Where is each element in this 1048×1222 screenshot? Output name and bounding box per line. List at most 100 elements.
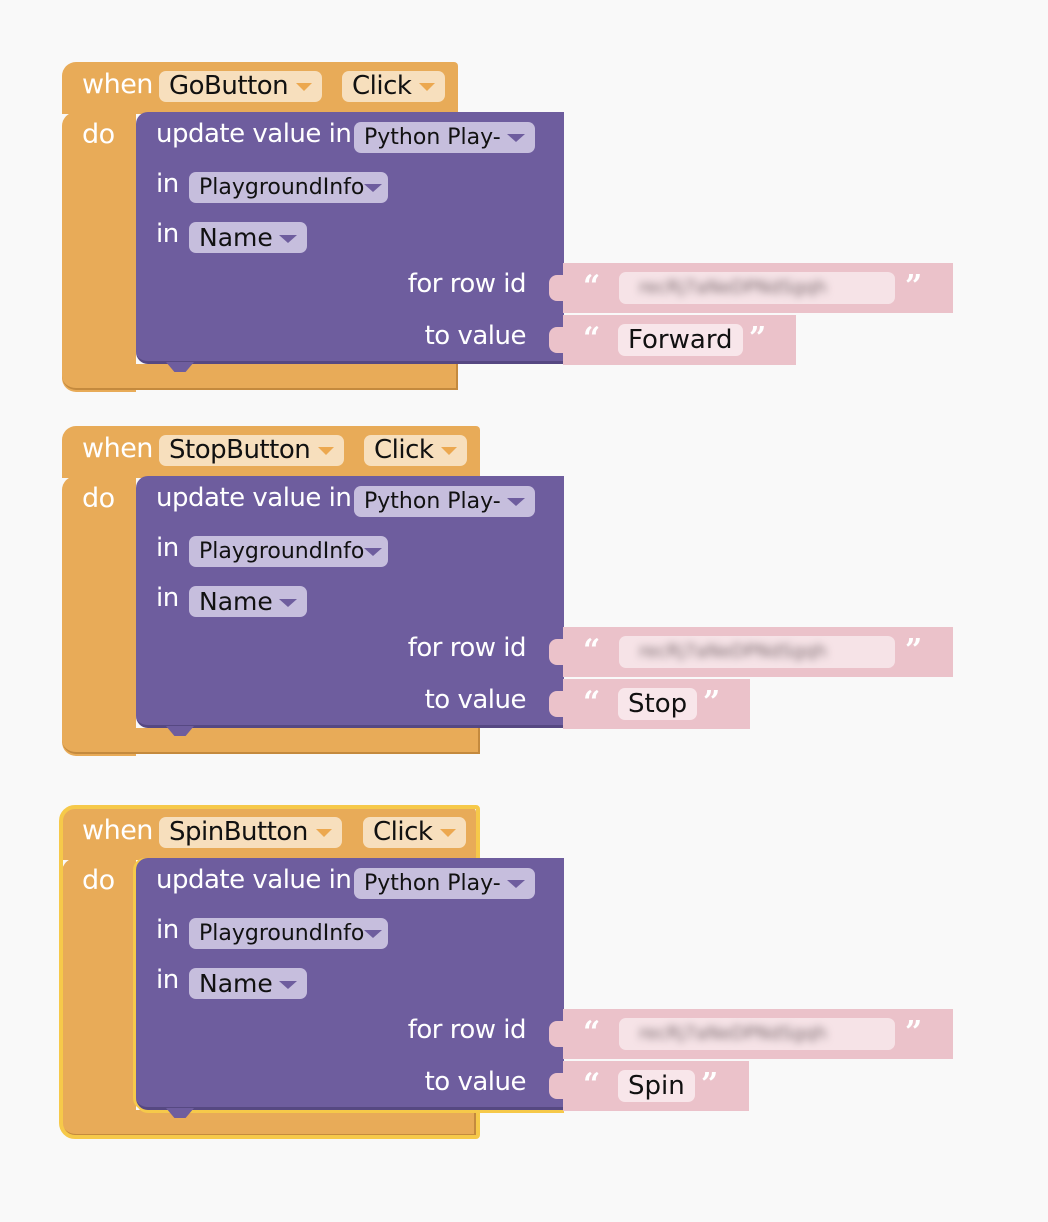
- event-block-go-button[interactable]: when do GoButton Click update value in P…: [0, 62, 1048, 402]
- input-socket: [549, 275, 563, 301]
- row-id-value: recRj7aNeDPNdSgqh: [639, 641, 827, 662]
- database-name: Python Play-: [364, 125, 501, 150]
- value-text: Spin: [628, 1071, 685, 1101]
- table-name: PlaygroundInfo: [199, 921, 365, 946]
- open-quote-icon: “: [583, 685, 601, 720]
- chevron-down-icon: [419, 82, 436, 91]
- update-value-block[interactable]: update value in Python Play- in Playgrou…: [136, 476, 564, 736]
- close-quote-icon: ”: [749, 321, 767, 356]
- when-label: when: [82, 69, 153, 100]
- chevron-down-icon: [506, 880, 525, 888]
- table-name: PlaygroundInfo: [199, 175, 365, 200]
- row-id-field[interactable]: recRj7aNeDPNdSgqh: [619, 1018, 895, 1050]
- column-name: Name: [199, 223, 273, 252]
- column-name: Name: [199, 969, 273, 998]
- event-name: Click: [373, 817, 433, 847]
- update-title: update value in: [156, 483, 352, 513]
- value-text-block[interactable]: “ Spin ”: [549, 1061, 749, 1111]
- close-quote-icon: ”: [905, 1015, 923, 1050]
- when-label: when: [82, 433, 153, 464]
- value-text-block[interactable]: “ Forward ”: [549, 315, 796, 365]
- chevron-down-icon: [278, 981, 297, 989]
- update-value-block[interactable]: update value in Python Play- in Playgrou…: [136, 112, 564, 372]
- database-dropdown[interactable]: Python Play-: [354, 122, 535, 153]
- chevron-down-icon: [296, 82, 313, 91]
- close-quote-icon: ”: [905, 269, 923, 304]
- input-socket: [549, 1021, 563, 1047]
- column-dropdown[interactable]: Name: [189, 968, 307, 999]
- table-dropdown[interactable]: PlaygroundInfo: [189, 172, 389, 203]
- input-socket: [549, 327, 563, 353]
- to-value-label: to value: [424, 1067, 527, 1097]
- value-field[interactable]: Spin: [618, 1070, 695, 1102]
- component-dropdown[interactable]: GoButton: [159, 71, 323, 102]
- update-value-block[interactable]: update value in Python Play- in Playgrou…: [136, 858, 564, 1118]
- to-value-label: to value: [424, 321, 527, 351]
- value-text: Forward: [628, 325, 733, 355]
- chevron-down-icon: [506, 134, 525, 142]
- event-block-footer: [62, 1110, 476, 1136]
- row-id-text-block[interactable]: “ recRj7aNeDPNdSgqh ”: [549, 1009, 953, 1059]
- column-dropdown[interactable]: Name: [189, 586, 307, 617]
- block-connector-notch: [166, 726, 194, 736]
- component-name: SpinButton: [169, 817, 308, 847]
- chevron-down-icon: [278, 235, 297, 243]
- component-dropdown[interactable]: SpinButton: [159, 817, 342, 848]
- row-id-label: for row id: [407, 633, 527, 663]
- in-label: in: [156, 583, 179, 613]
- event-name: Click: [352, 71, 412, 101]
- event-dropdown[interactable]: Click: [364, 435, 468, 466]
- in-label: in: [156, 169, 179, 199]
- database-name: Python Play-: [364, 871, 501, 896]
- row-id-value: recRj7aNeDPNdSgqh: [639, 277, 827, 298]
- event-block-stop-button[interactable]: when do StopButton Click update value in…: [0, 426, 1048, 766]
- when-label: when: [82, 815, 153, 846]
- input-socket: [549, 639, 563, 665]
- row-id-label: for row id: [407, 1015, 527, 1045]
- event-block-footer: [62, 364, 458, 390]
- row-id-value: recRj7aNeDPNdSgqh: [639, 1023, 827, 1044]
- table-dropdown[interactable]: PlaygroundInfo: [189, 536, 389, 567]
- open-quote-icon: “: [583, 269, 601, 304]
- chevron-down-icon: [441, 446, 458, 455]
- row-id-text-block[interactable]: “ recRj7aNeDPNdSgqh ”: [549, 263, 953, 313]
- event-block-arm: [62, 112, 136, 392]
- block-connector-notch: [166, 1108, 194, 1118]
- value-field[interactable]: Forward: [618, 324, 743, 356]
- block-connector-notch: [166, 362, 194, 372]
- open-quote-icon: “: [583, 321, 601, 356]
- update-title: update value in: [156, 865, 352, 895]
- table-dropdown[interactable]: PlaygroundInfo: [189, 918, 389, 949]
- row-id-field[interactable]: recRj7aNeDPNdSgqh: [619, 636, 895, 668]
- open-quote-icon: “: [583, 1015, 601, 1050]
- value-text: Stop: [628, 689, 688, 719]
- component-dropdown[interactable]: StopButton: [159, 435, 345, 466]
- chevron-down-icon: [364, 930, 383, 938]
- event-dropdown[interactable]: Click: [342, 71, 446, 102]
- in-label: in: [156, 965, 179, 995]
- event-block-arm: [62, 858, 136, 1138]
- in-label: in: [156, 219, 179, 249]
- chevron-down-icon: [506, 498, 525, 506]
- column-dropdown[interactable]: Name: [189, 222, 307, 253]
- row-id-label: for row id: [407, 269, 527, 299]
- value-field[interactable]: Stop: [618, 688, 698, 720]
- database-dropdown[interactable]: Python Play-: [354, 486, 535, 517]
- value-text-block[interactable]: “ Stop ”: [549, 679, 750, 729]
- database-dropdown[interactable]: Python Play-: [354, 868, 535, 899]
- event-block-spin-button[interactable]: when do SpinButton Click update value in…: [0, 805, 1048, 1148]
- row-id-text-block[interactable]: “ recRj7aNeDPNdSgqh ”: [549, 627, 953, 677]
- component-name: GoButton: [169, 71, 289, 101]
- event-dropdown[interactable]: Click: [363, 817, 467, 848]
- chevron-down-icon: [318, 446, 335, 455]
- event-block-footer: [62, 728, 480, 754]
- chevron-down-icon: [364, 548, 383, 556]
- table-name: PlaygroundInfo: [199, 539, 365, 564]
- close-quote-icon: ”: [701, 1067, 719, 1102]
- update-title: update value in: [156, 119, 352, 149]
- in-label: in: [156, 533, 179, 563]
- row-id-field[interactable]: recRj7aNeDPNdSgqh: [619, 272, 895, 304]
- database-name: Python Play-: [364, 489, 501, 514]
- event-name: Click: [374, 435, 434, 465]
- chevron-down-icon: [440, 828, 457, 837]
